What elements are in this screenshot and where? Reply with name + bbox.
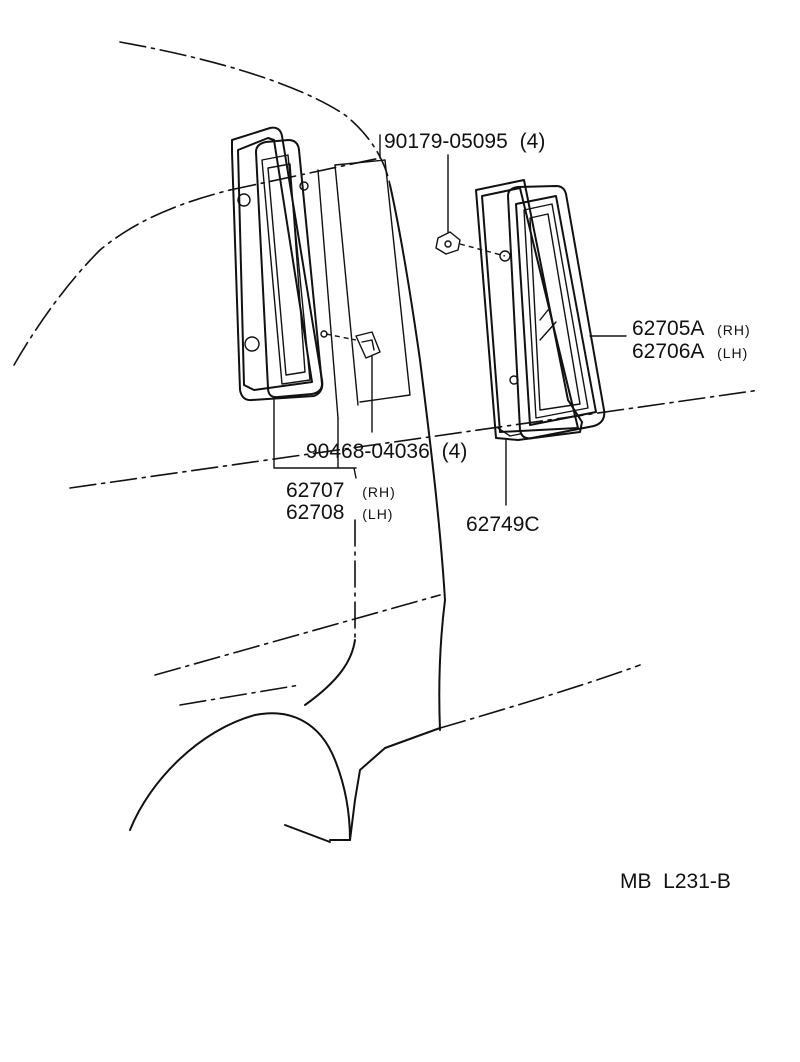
label-62708: 62708 (LH) xyxy=(286,501,393,524)
quarter-glass-assembly-right xyxy=(475,179,606,441)
leader-lines xyxy=(273,134,627,506)
diagram-reference: MB L231-B xyxy=(620,870,731,893)
part-labels: 90179-05095 (4) 62705A (RH) 62706A (LH) … xyxy=(286,130,751,893)
label-62707: 62707 (RH) xyxy=(286,479,396,502)
nut-90179 xyxy=(435,231,506,257)
vehicle-body-outline xyxy=(13,41,761,843)
quarter-window-frame-left xyxy=(231,126,328,402)
label-90179-05095: 90179-05095 (4) xyxy=(384,130,545,153)
label-62706A: 62706A (LH) xyxy=(632,340,748,363)
label-62749C: 62749C xyxy=(466,513,540,536)
garnish-panel xyxy=(317,159,411,419)
clip-90468 xyxy=(325,331,381,359)
label-62705A: 62705A (RH) xyxy=(632,317,751,340)
label-90468-04036: 90468-04036 (4) xyxy=(306,440,467,463)
